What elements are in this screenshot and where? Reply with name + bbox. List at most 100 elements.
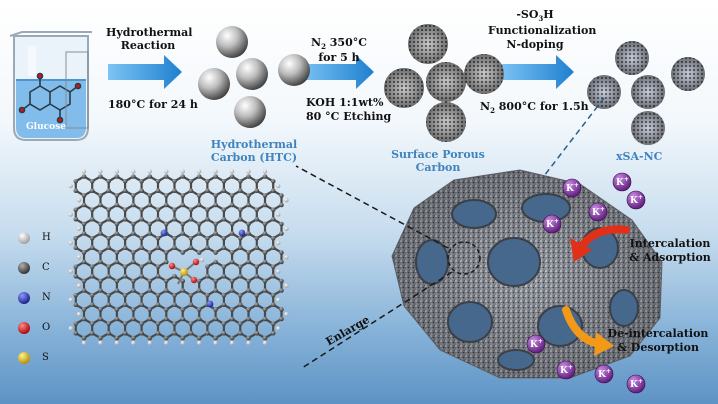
carbon-atom [122,273,128,279]
carbon-atom [122,207,128,213]
nitrogen-atom [160,229,168,237]
carbon-atom [163,221,169,227]
carbon-atom [262,288,268,293]
carbon-atom [262,193,268,198]
carbon-atom [81,307,87,312]
carbon-atom [114,231,120,236]
carbon-atom [98,288,103,293]
carbon-atom [114,288,120,293]
carbon-atom [155,216,161,222]
carbon-atom [270,207,276,213]
carbon-atom [155,330,161,336]
carbon-atom [155,273,161,279]
hydrogen-atom [180,340,185,346]
carbon-atom [180,307,186,312]
carbon-atom [279,231,284,236]
carbon-atom [155,178,161,184]
legend-label: S [42,352,49,363]
carbon-atom [81,288,87,293]
carbon-atom [270,292,276,298]
intercalation-arrow [570,225,630,262]
k-ion-label: K+ [546,218,559,230]
carbon-atom [163,193,169,198]
carbon-atom [270,321,276,327]
pore [497,349,535,371]
hydrogen-atom [213,169,218,174]
carbon-atom [254,178,260,184]
carbon-atom [163,288,169,293]
carbon-atom [188,207,194,213]
pore [609,289,639,327]
carbon-atom [270,273,276,279]
carbon-atom [188,321,194,327]
carbon-atom [221,264,227,270]
carbon-atom [221,292,227,298]
deintercalation-arrow [562,306,614,356]
hydrogen-atom [76,312,82,317]
hydrogen-atom [284,198,289,203]
carbon-atom [213,231,218,236]
carbon-atom [254,245,260,251]
carbon-atom [262,259,268,265]
oxygen-atom [168,262,176,270]
carbon-atom [172,302,177,308]
carbon-atom [163,202,169,208]
carbon-atom [114,250,120,255]
carbon-atom [246,250,251,255]
carbon-atom [147,307,153,312]
carbon-atom [238,245,243,251]
carbon-atom [114,335,120,341]
carbon-atom [163,250,169,255]
step1-condition: 180°C for 24 h [108,98,198,111]
carbon-atom [213,193,218,198]
hydrogen-atom [276,183,281,189]
carbon-atom [205,273,210,279]
carbon-atom [262,221,268,227]
carbon-atom [106,302,111,308]
carbon-atom [147,193,153,198]
carbon-atom [98,259,103,265]
carbon-atom [81,250,87,255]
carbon-atom [131,174,136,179]
carbon-atom [122,245,128,251]
step3-condition: N2 800°C for 1.5h [480,100,589,116]
carbon-atom [180,174,186,179]
carbon-atom [147,259,153,265]
carbon-atom [246,231,251,236]
oxygen-atom [190,276,198,284]
carbon-atom [213,278,218,284]
carbon-atom [172,216,177,222]
carbon-atom [106,330,111,336]
hydrogen-atom [68,269,73,274]
carbon-atom [238,330,243,336]
nitrogen-atom [206,300,214,308]
carbon-atom [98,307,103,312]
carbon-atom [98,231,103,236]
carbon-atom [89,292,95,298]
hydrogen-atom [131,340,136,346]
carbon-atom [98,174,103,179]
carbon-atom [270,330,276,336]
carbon-atom [238,216,243,222]
carbon-atom [163,259,169,265]
carbon-atom [229,288,235,293]
carbon-atom [139,273,144,279]
hydrogen-atom [213,340,218,346]
carbon-atom [221,216,227,222]
process-arrow-1 [108,55,182,89]
carbon-atom [147,288,153,293]
carbon-atom [188,292,194,298]
carbon-atom [98,335,103,341]
carbon-atom [196,288,202,293]
carbon-atom [246,174,251,179]
htc-label: Hydrothermal Carbon (HTC) [210,138,298,164]
k-ion [626,374,646,394]
porous-carbon-spheres [384,24,504,142]
step2-condition: KOH 1:1wt% 80 °C Etching [306,96,392,123]
carbon-atom [238,178,243,184]
hydrogen-atom [246,169,251,174]
carbon-atom [196,250,202,255]
carbon-atom [246,307,251,312]
carbon-atom [180,278,186,284]
carbon-atom [147,202,153,208]
